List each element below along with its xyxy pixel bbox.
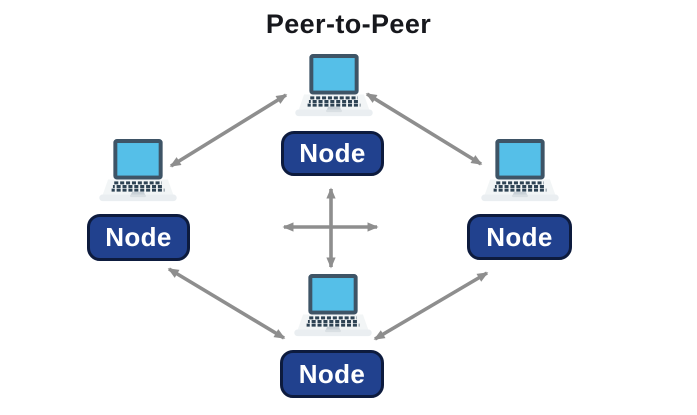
laptop-icon-left — [97, 139, 179, 203]
laptop-icon-right — [479, 139, 561, 203]
arrow-left-bottom — [167, 267, 286, 340]
diagram-title: Peer-to-Peer — [265, 9, 432, 39]
laptop-icon-bottom — [292, 274, 374, 338]
arrow-left-top — [169, 93, 288, 168]
arrow-bottom-right — [373, 271, 489, 341]
node-badge-left: Node — [87, 214, 190, 261]
node-badge-right: Node — [467, 214, 572, 260]
node-badge-top: Node — [281, 131, 384, 176]
arrow-top-right — [365, 92, 483, 166]
laptop-icon-top — [293, 54, 375, 118]
node-badge-bottom: Node — [280, 350, 384, 398]
